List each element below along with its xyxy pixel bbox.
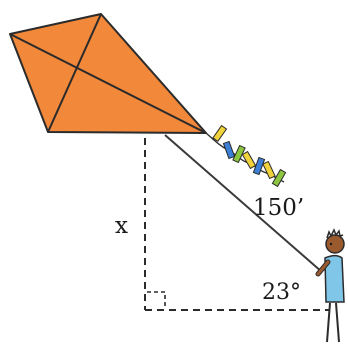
tail-bow-6 <box>262 160 276 180</box>
right-angle-icon <box>147 291 166 308</box>
angle-label: 23° <box>262 280 301 305</box>
height-label: x <box>115 213 128 239</box>
tail-bow-5 <box>252 156 266 176</box>
person-head <box>325 234 345 254</box>
tail-bow-4 <box>241 150 257 170</box>
tail-bow-1 <box>212 124 228 142</box>
person-eye <box>329 242 333 246</box>
person-legs <box>326 302 340 343</box>
person-icon <box>315 228 345 343</box>
tail-bow-2 <box>222 140 236 160</box>
hypotenuse-label: 150’ <box>253 195 304 221</box>
kite-spar-short <box>47 13 102 133</box>
person-hair <box>326 228 344 239</box>
tail-bow-7 <box>271 168 287 188</box>
kite-shape <box>9 13 207 134</box>
kite-tail <box>205 124 287 188</box>
kite-string <box>164 134 323 273</box>
tail-bow-3 <box>232 144 246 164</box>
kite-icon <box>9 13 207 134</box>
person-arm-skin <box>316 260 330 276</box>
kite-spar-long <box>9 33 207 134</box>
person-shirt <box>324 255 345 303</box>
